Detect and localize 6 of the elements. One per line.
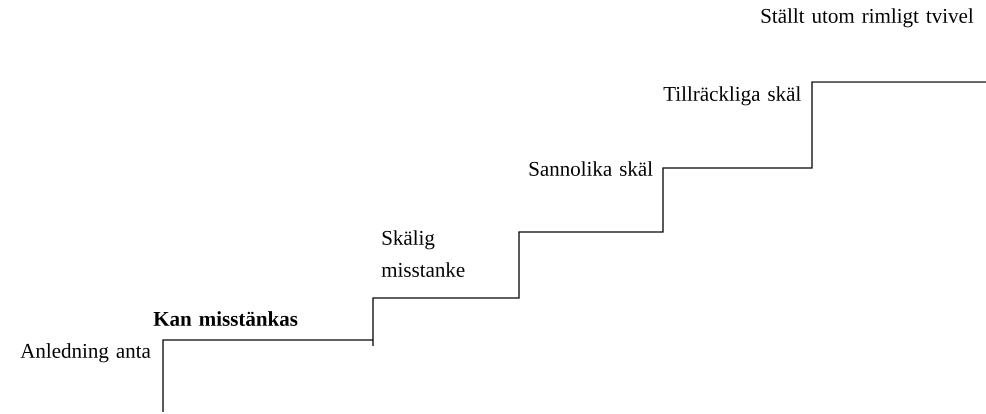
step-label: Kan misstänkas [154,311,298,326]
step-label: Ställt utom rimligt tvivel [762,8,974,28]
step-label: Tillräckliga skäl [664,86,801,106]
step-label: Skälig misstanke [382,230,464,277]
step-label: Anledning anta [20,343,151,362]
step-label: Sannolika skäl [530,161,653,176]
